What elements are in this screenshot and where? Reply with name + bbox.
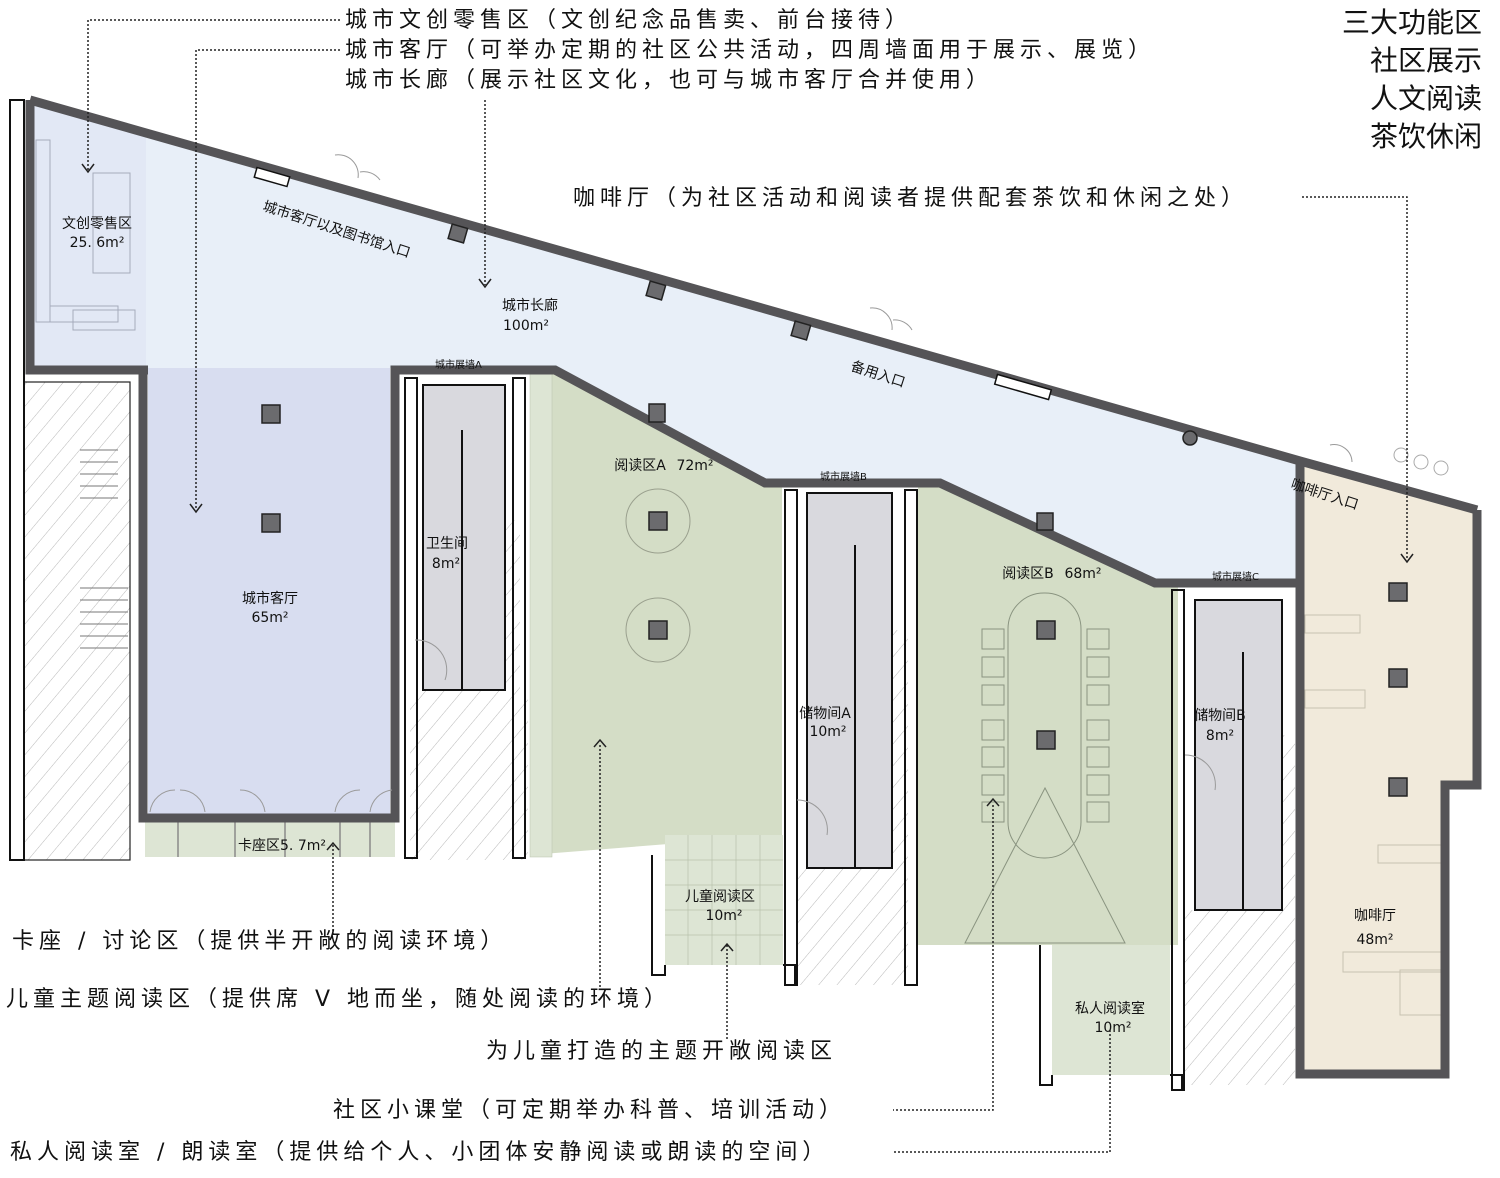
room-area-reading-a: 72m²	[676, 458, 713, 474]
functions-title-block: 三大功能区 社区展示 人文阅读 茶饮休闲	[1342, 4, 1482, 156]
annotation-booth: 卡座 / 讨论区（提供半开敞的阅读环境）	[12, 929, 508, 954]
annotation-classroom: 社区小课堂（可定期举办科普、培训活动）	[333, 1098, 847, 1123]
arrowheads	[81, 163, 1414, 952]
void-hatch-1	[410, 690, 528, 860]
function-item: 人文阅读	[1369, 82, 1482, 115]
room-area-restroom: 8m²	[432, 556, 460, 572]
function-item: 茶饮休闲	[1369, 120, 1482, 153]
zone-retail	[30, 104, 146, 368]
interior-walls	[9, 99, 1283, 1091]
room-label-booth: 卡座区5. 7m²	[238, 838, 326, 854]
leader-lines	[87, 19, 1408, 1153]
exterior-walls	[25, 95, 1482, 1079]
label-wall-b: 城市展墙B	[820, 470, 867, 483]
annotation-living-room: 城市客厅（可举办定期的社区公共活动，四周墙面用于展示、展览）	[345, 38, 1156, 63]
room-label-reading-b: 阅读区B	[1002, 565, 1054, 582]
room-area-retail: 25. 6m²	[70, 235, 125, 251]
stairwell-left	[23, 381, 131, 861]
zone-kids	[665, 835, 783, 965]
annotation-gallery: 城市长廊（展示社区文化，也可与城市客厅合并使用）	[345, 68, 994, 93]
room-area-gallery: 100m²	[503, 318, 549, 334]
zone-booth	[145, 822, 395, 857]
zone-reading-b	[918, 485, 1178, 945]
room-label-gallery: 城市长廊	[502, 297, 558, 314]
room-area-kids: 10m²	[705, 908, 742, 924]
room-label-cafe: 咖啡厅	[1354, 908, 1396, 924]
room-label-storage-a: 储物间A	[799, 706, 851, 722]
room-label-storage-b: 储物间B	[1194, 708, 1246, 724]
room-label-private: 私人阅读室	[1075, 1000, 1145, 1017]
room-area-storage-a: 10m²	[809, 724, 846, 740]
zone-gallery	[30, 104, 1300, 585]
void-hatch-2	[798, 860, 908, 985]
zone-storage-a	[807, 493, 892, 868]
zone-restroom	[423, 385, 505, 690]
room-area-cafe: 48m²	[1356, 932, 1393, 948]
reading-a-circles	[625, 488, 691, 663]
label-wall-c: 城市展墙C	[1212, 570, 1259, 583]
room-area-private: 10m²	[1094, 1020, 1131, 1036]
annotation-private-reading: 私人阅读室 / 朗读室（提供给个人、小团体安静阅读或朗读的空间）	[10, 1140, 830, 1165]
room-label-kids: 儿童阅读区	[685, 888, 755, 905]
function-item: 社区展示	[1369, 44, 1482, 77]
reading-b-furniture	[964, 592, 1126, 944]
title-heading: 三大功能区	[1341, 6, 1482, 39]
room-area-reading-b: 68m²	[1064, 566, 1101, 582]
door-swings	[149, 154, 1353, 836]
room-label-living-room: 城市客厅	[242, 590, 298, 607]
windows	[253, 166, 1053, 401]
room-area-storage-b: 8m²	[1206, 728, 1234, 744]
retail-furniture	[35, 139, 136, 331]
zone-reading-a	[530, 372, 782, 855]
annotation-cafe: 咖啡厅（为社区活动和阅读者提供配套茶饮和休闲之处）	[573, 186, 1249, 211]
annotation-kids-theme: 儿童主题阅读区（提供席 V 地而坐，随处阅读的环境）	[6, 987, 672, 1012]
zone-living-room	[148, 368, 390, 816]
room-label-retail: 文创零售区	[62, 216, 132, 232]
void-hatch-3	[1185, 910, 1295, 1085]
zone-storage-b	[1195, 600, 1282, 910]
structural-columns	[261, 223, 1408, 797]
zone-private-reading	[1052, 945, 1170, 1075]
annotation-retail: 城市文创零售区（文创纪念品售卖、前台接待）	[345, 8, 913, 33]
room-label-restroom: 卫生间	[426, 536, 468, 552]
room-label-reading-a: 阅读区A	[614, 457, 666, 474]
room-area-living-room: 65m²	[251, 610, 288, 626]
annotation-kids-open: 为儿童打造的主题开敞阅读区	[486, 1039, 838, 1064]
label-wall-a: 城市展墙A	[435, 358, 482, 371]
